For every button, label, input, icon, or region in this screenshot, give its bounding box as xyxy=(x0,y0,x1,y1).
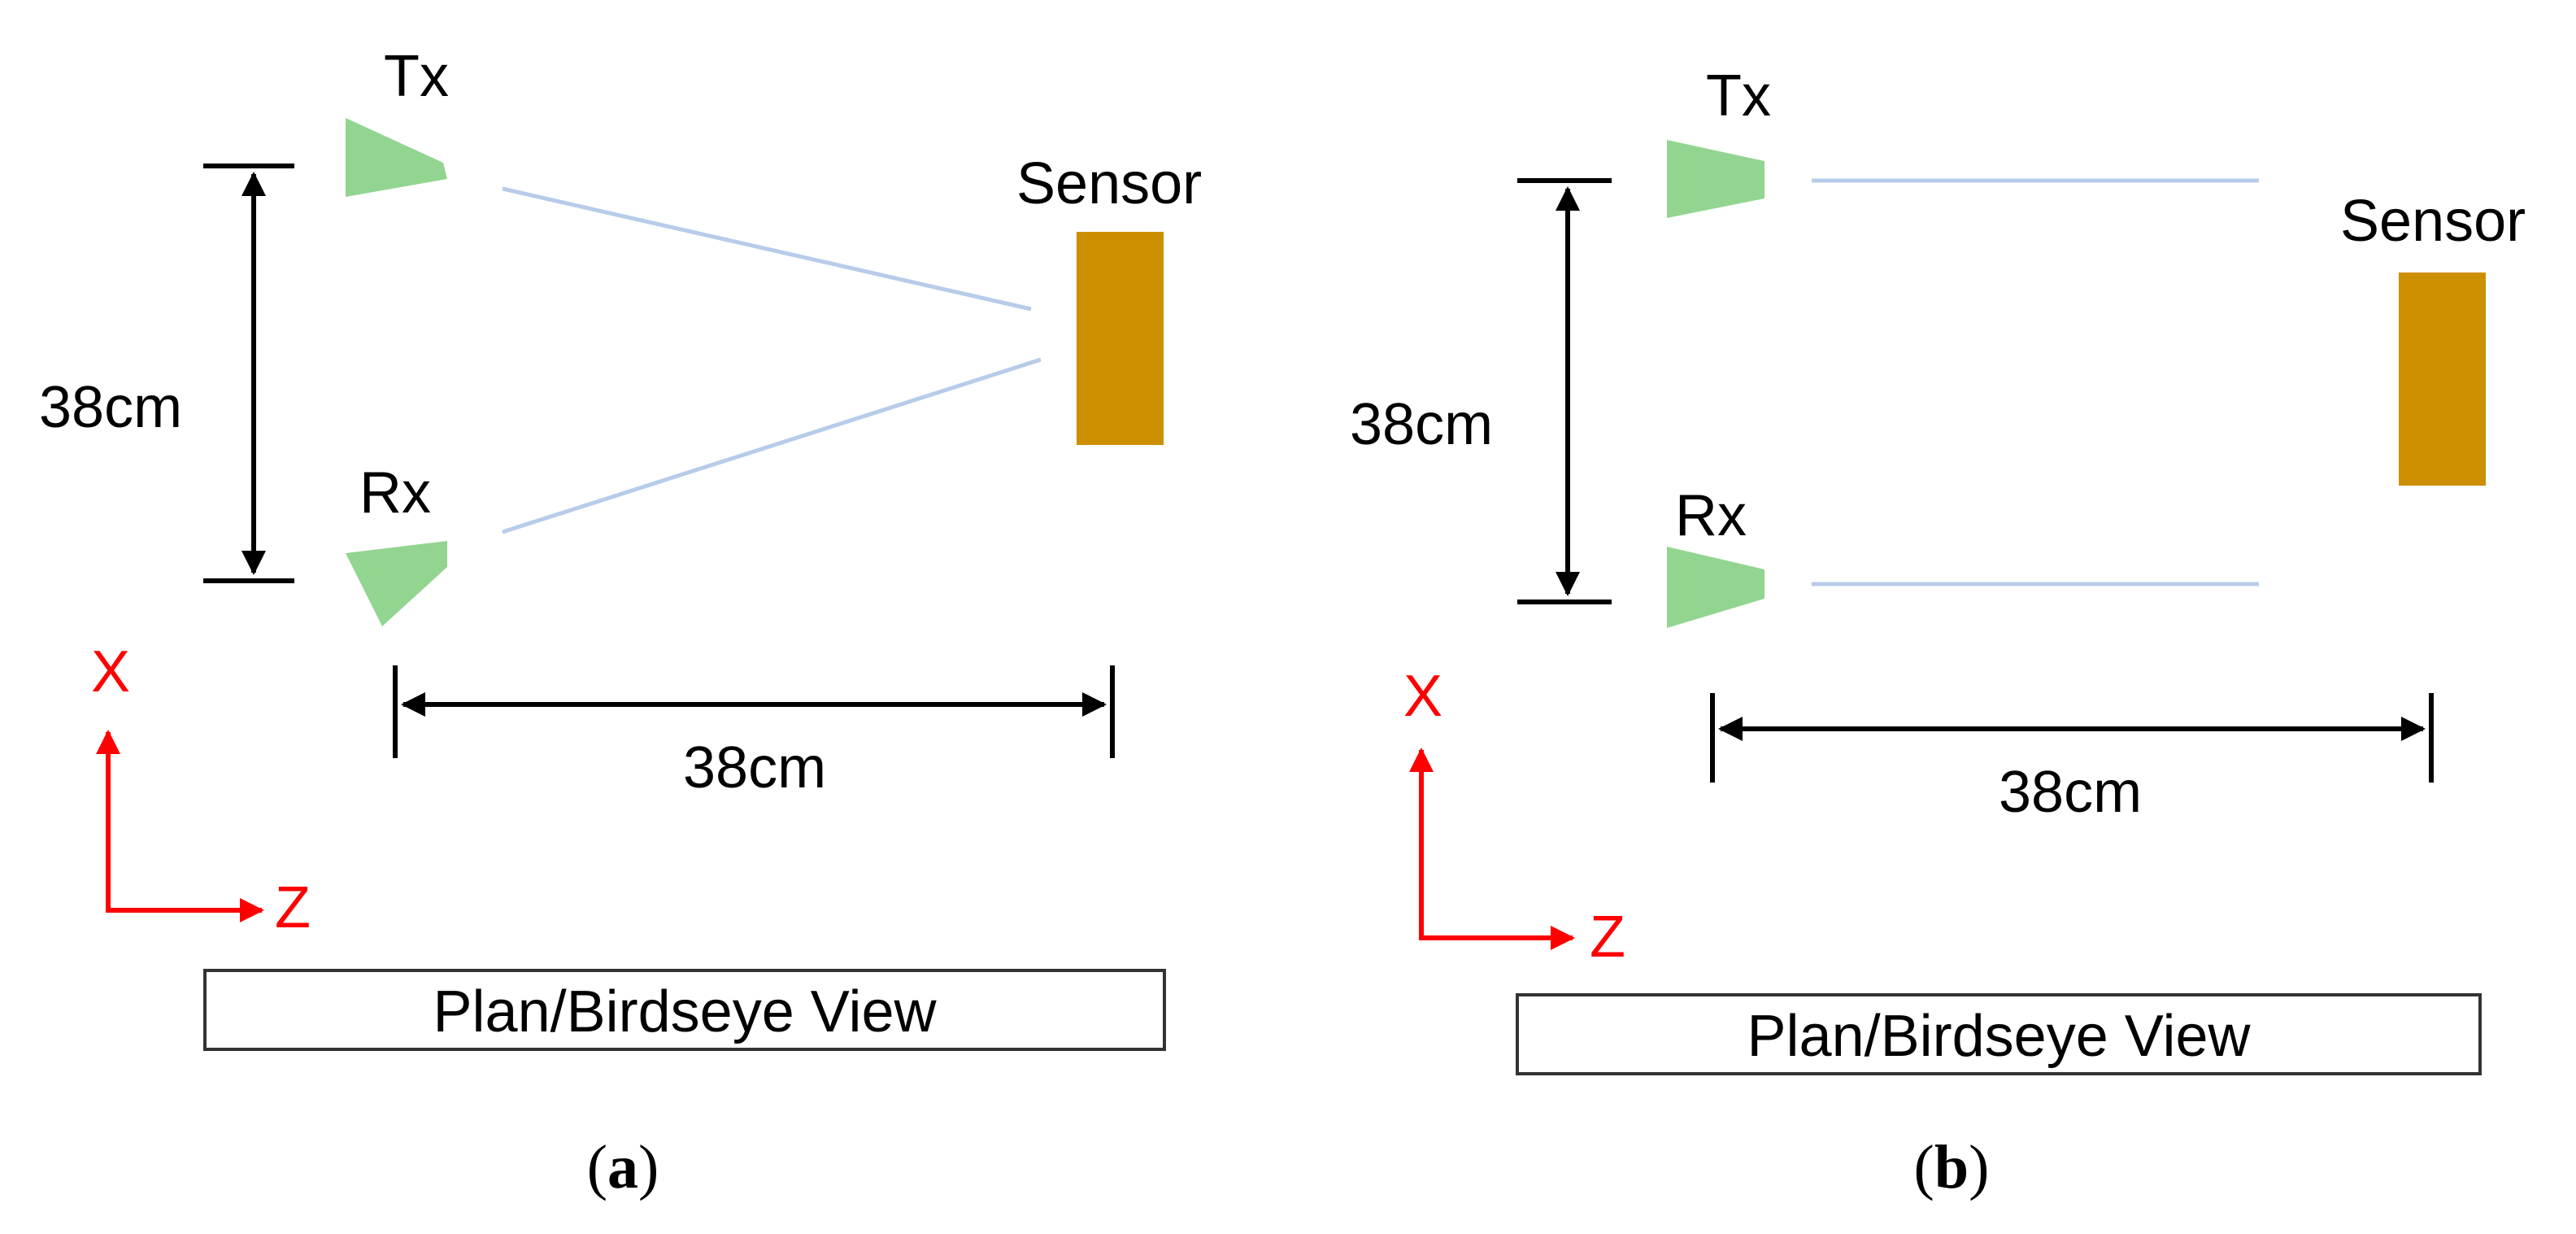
rx-beam-line xyxy=(502,357,1042,534)
sensor-label: Sensor xyxy=(2340,189,2526,254)
z-axis-label: Z xyxy=(1590,905,1625,970)
panel-b: Tx Rx Sensor 38cm 38cm X Z Plan/Birdseye… xyxy=(1350,63,2526,1201)
x-axis-label: X xyxy=(91,639,130,704)
sensor-block xyxy=(2399,273,2486,486)
distance-label: 38cm xyxy=(683,735,826,800)
view-label: Plan/Birdseye View xyxy=(433,979,938,1044)
rx-label: Rx xyxy=(1675,483,1747,548)
view-label: Plan/Birdseye View xyxy=(1747,1004,2252,1069)
tx-beam-line xyxy=(502,186,1032,312)
view-label-box xyxy=(1516,993,2482,1075)
rx-label: Rx xyxy=(359,460,431,525)
panel-caption: (b) xyxy=(1914,1133,1990,1201)
rx-antenna-icon xyxy=(346,541,447,626)
z-axis-label: Z xyxy=(275,875,311,940)
tx-antenna-icon xyxy=(1667,140,1764,218)
separation-label: 38cm xyxy=(39,375,182,440)
sensor-block xyxy=(1077,232,1164,445)
tx-label: Tx xyxy=(1706,63,1771,129)
tx-label: Tx xyxy=(384,44,449,109)
tx-antenna-icon xyxy=(346,118,447,197)
panel-a: Tx Rx Sensor 38cm 38cm X Z Plan/Birdseye… xyxy=(39,44,1202,1201)
separation-label: 38cm xyxy=(1350,392,1493,457)
distance-label: 38cm xyxy=(1999,760,2142,825)
sensor-label: Sensor xyxy=(1016,151,1202,216)
x-axis-label: X xyxy=(1403,664,1442,729)
view-label-box xyxy=(203,969,1166,1051)
panel-caption: (a) xyxy=(587,1133,659,1201)
rx-antenna-icon xyxy=(1667,547,1764,628)
